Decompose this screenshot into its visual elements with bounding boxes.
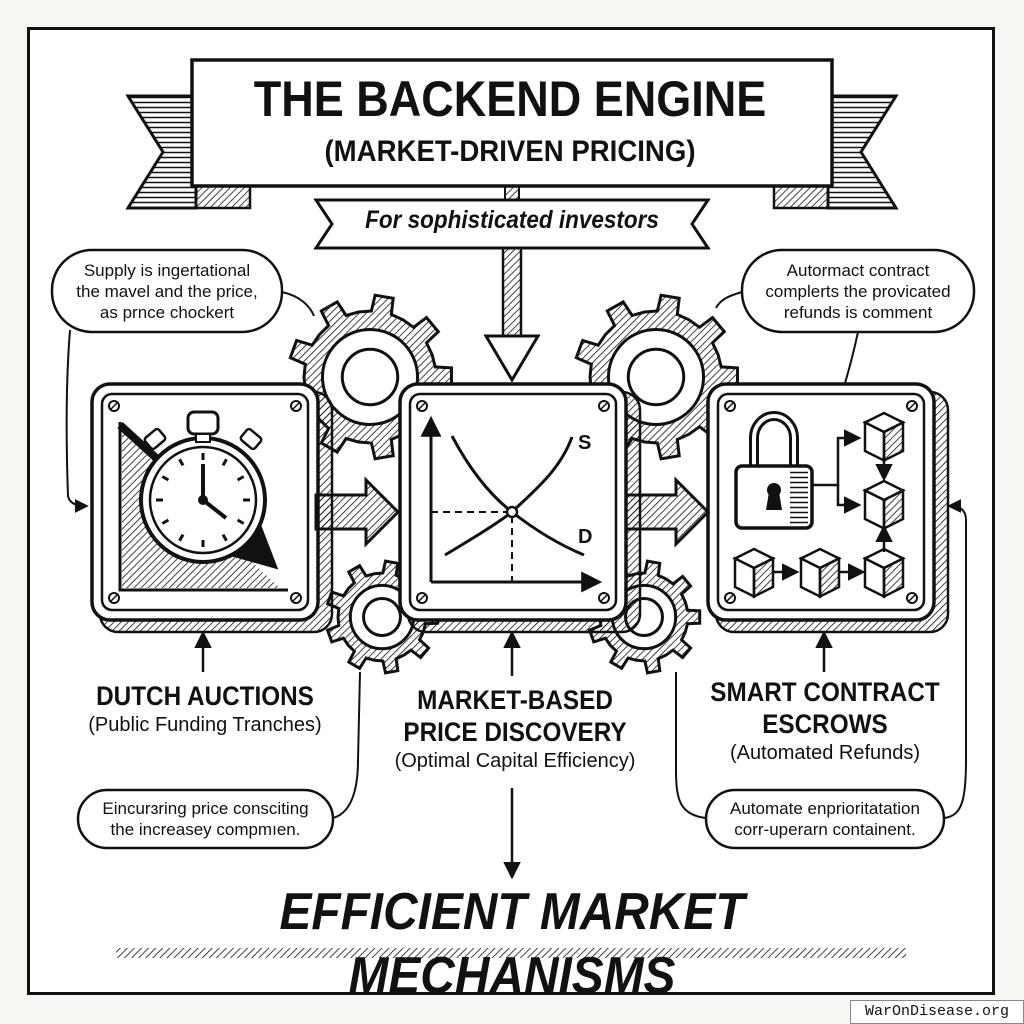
bubble-line: refunds is comment	[783, 303, 933, 322]
panel-title: DUTCH AUCTIONS	[96, 681, 314, 711]
down-arrow-to-center	[483, 246, 541, 383]
bubble-shapes	[50, 248, 976, 850]
screw-icon	[906, 592, 918, 604]
panel-label-smart-contract-escrows: SMART CONTRACT ESCROWS (Automated Refund…	[670, 676, 980, 766]
panel-subtitle: (Optimal Capital Efficiency)	[394, 750, 636, 772]
bubble-line: complerts the provicated	[765, 282, 951, 301]
screw-icon	[108, 400, 120, 412]
bubble-line: Eincurɜring price consciting	[102, 799, 309, 818]
footer-title: EFFICIENT MARKET MECHANISMS	[279, 883, 745, 1005]
bubble-line: the increasey compmıen.	[110, 820, 301, 839]
supply-demand-chart-icon	[420, 415, 603, 593]
screw-icon	[724, 592, 736, 604]
supply-label: S	[578, 432, 592, 454]
flow-arrow-center-to-right	[624, 476, 711, 548]
bubble-line: Autormact contract	[786, 261, 930, 280]
screw-icon	[416, 400, 428, 412]
block-cube-icon	[732, 547, 776, 599]
panel-label-dutch-auctions: DUTCH AUCTIONS (Public Funding Tranches)	[50, 680, 360, 738]
bubble-top-right: Autormact contract complerts the provica…	[742, 260, 974, 323]
block-cube-icon	[862, 547, 906, 599]
title-ribbon-left	[125, 94, 252, 210]
screw-icon	[416, 592, 428, 604]
screw-icon	[290, 400, 302, 412]
panel-title-line2: PRICE DISCOVERY	[403, 717, 627, 747]
tagline-ribbon	[313, 198, 711, 250]
bubble-line: Automate enprioritatation	[730, 799, 920, 818]
bubble-line: as prnce chockert	[99, 303, 235, 322]
bubble-bottom-right: Automate enprioritatation corr-uperarn c…	[706, 798, 944, 840]
panel-label-price-discovery: MARKET-BASED PRICE DISCOVERY (Optimal Ca…	[360, 684, 670, 774]
up-arrows	[194, 630, 833, 880]
flow-arrow-left-to-center	[314, 476, 401, 548]
bubble-line: Supply is ingertational	[83, 261, 251, 280]
screw-icon	[906, 400, 918, 412]
page-title: THE BACKEND ENGINE	[253, 71, 767, 127]
screw-icon	[290, 592, 302, 604]
panel-title-line2: ESCROWS	[762, 709, 888, 739]
page-subtitle: (MARKET-DRIVEN PRICING)	[324, 135, 696, 168]
bubble-line: corr-uperarn containent.	[734, 820, 916, 839]
panel-subtitle: (Public Funding Tranches)	[88, 714, 322, 736]
panel-title-line1: SMART CONTRACT	[710, 677, 940, 707]
panel-title-line1: MARKET-BASED	[417, 685, 613, 715]
title-banner	[190, 58, 834, 188]
stopwatch-icon	[117, 410, 288, 592]
padlock-blockchain-icon	[732, 411, 906, 599]
block-cube-icon	[798, 547, 842, 599]
screw-icon	[598, 592, 610, 604]
screw-icon	[724, 400, 736, 412]
watermark[interactable]: WarOnDisease.org	[850, 1000, 1024, 1024]
demand-label: D	[578, 526, 593, 548]
screw-icon	[108, 592, 120, 604]
tagline: For sophisticated investors	[365, 206, 659, 234]
block-cube-icon	[862, 479, 906, 531]
title-ribbon-right	[772, 94, 899, 210]
panel-subtitle: (Automated Refunds)	[729, 742, 921, 764]
block-cube-icon	[862, 411, 906, 463]
bubble-top-left: Supply is ingertational the mavel and th…	[52, 260, 282, 323]
bubble-bottom-left: Eincurɜring price consciting the increas…	[78, 798, 333, 840]
bubble-line: the mavel and the price,	[76, 282, 258, 301]
screw-icon	[598, 400, 610, 412]
equilibrium-point	[505, 505, 519, 519]
footer-underline	[116, 948, 906, 958]
panel-frame	[398, 382, 642, 634]
